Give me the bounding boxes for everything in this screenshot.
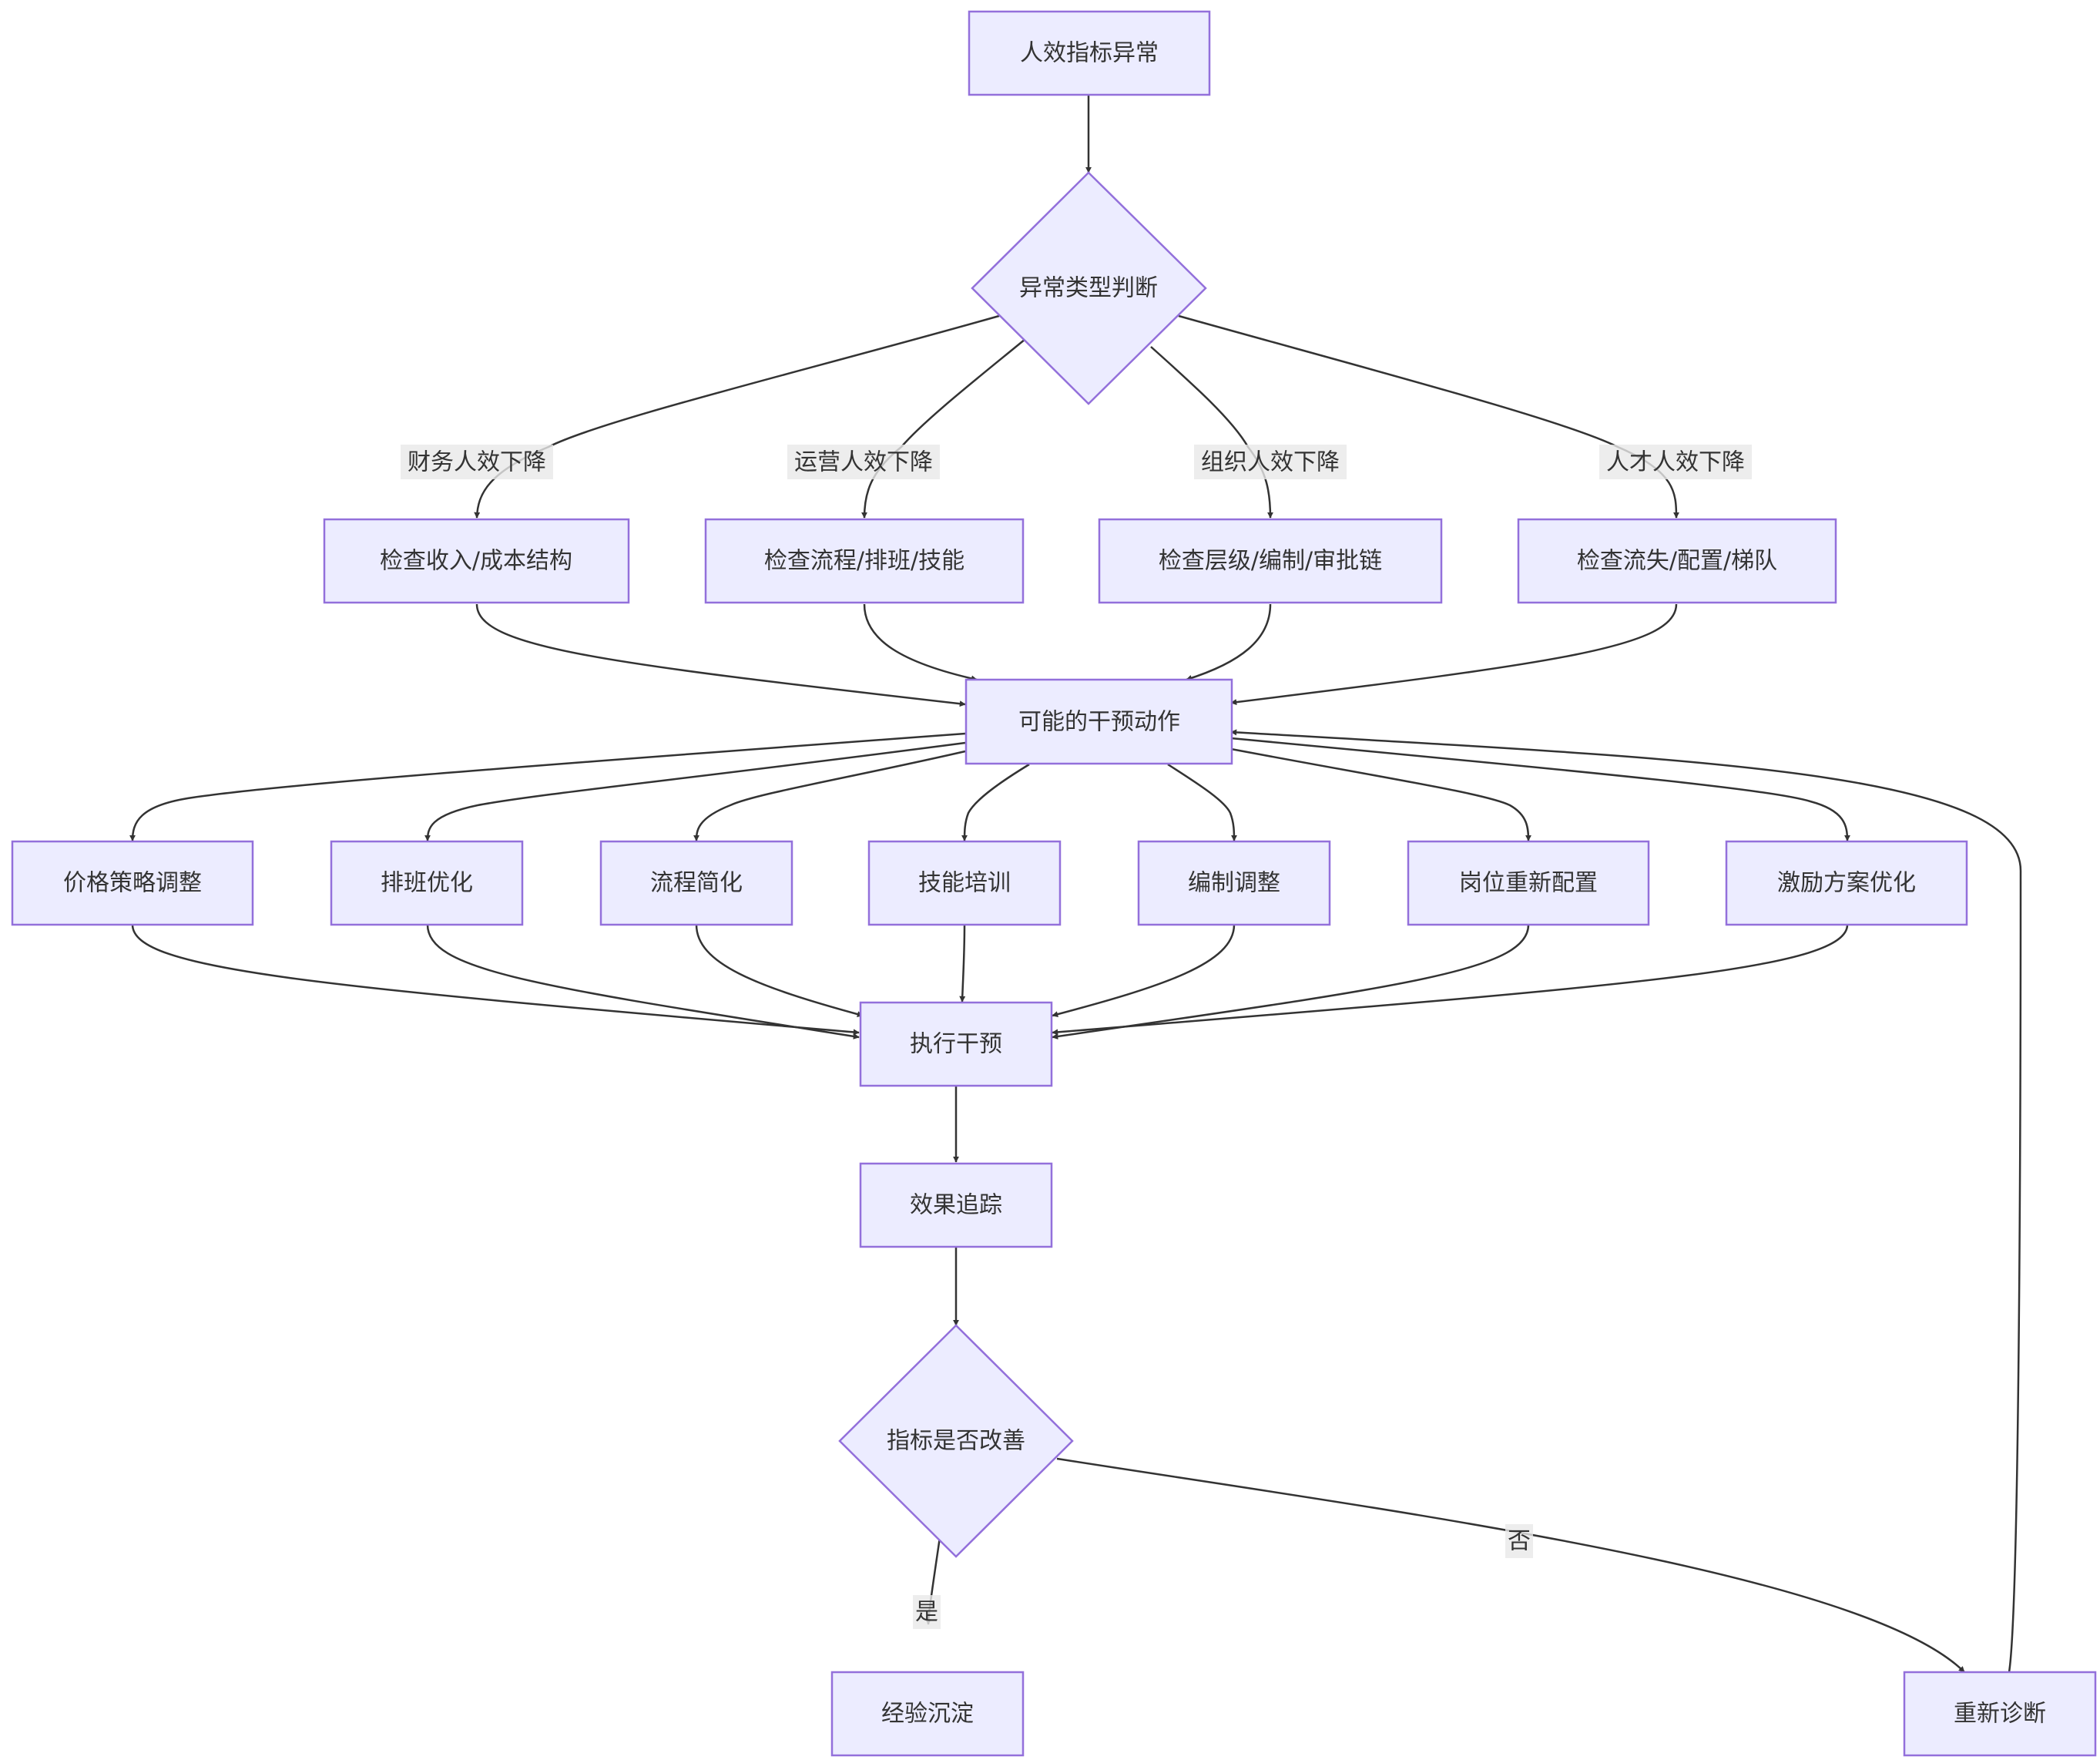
node-act-headcount-label: 编制调整 bbox=[1188, 870, 1280, 897]
node-act-incentive[interactable]: 激励方案优化 bbox=[1725, 840, 1968, 926]
edge-price-to-execute bbox=[131, 924, 860, 1036]
edge-label-org-text: 组织人效下降 bbox=[1201, 449, 1340, 476]
edge-training-to-execute bbox=[959, 924, 966, 1003]
edge-label-yes: 是 bbox=[913, 1595, 941, 1629]
edge-label-no: 否 bbox=[1505, 1524, 1533, 1558]
node-decision-improved-label: 指标是否改善 bbox=[887, 1428, 1025, 1455]
edge-decision-to-ops bbox=[861, 338, 1026, 519]
edge-actions-to-headcount bbox=[1167, 763, 1237, 841]
edge-labels: 财务人效下降 运营人效下降 组织人效下降 人才人效下降 是 否 bbox=[401, 445, 1752, 1629]
edge-decision-to-org bbox=[1150, 346, 1273, 519]
edge-actions-to-schedule bbox=[424, 741, 966, 841]
edge-label-no-text: 否 bbox=[1508, 1528, 1531, 1555]
edge-label-talent-text: 人才人效下降 bbox=[1606, 449, 1745, 476]
node-check-ops[interactable]: 检查流程/排班/技能 bbox=[704, 518, 1025, 604]
node-settle[interactable]: 经验沉淀 bbox=[830, 1671, 1025, 1757]
node-rediagnose-label: 重新诊断 bbox=[1954, 1701, 2046, 1728]
edge-label-org: 组织人效下降 bbox=[1194, 445, 1347, 479]
edge-rediagnose-to-actions bbox=[1230, 729, 2022, 1673]
node-actions[interactable]: 可能的干预动作 bbox=[964, 678, 1233, 765]
edge-label-finance: 财务人效下降 bbox=[401, 445, 553, 479]
node-rediagnose[interactable]: 重新诊断 bbox=[1903, 1671, 2097, 1757]
node-execute-label: 执行干预 bbox=[910, 1031, 1002, 1058]
edge-org-to-actions bbox=[1186, 603, 1272, 681]
nodes: 人效指标异常 异常类型判断 检查收入/成本结构 检查流程/排班/技能 检查层级/… bbox=[11, 10, 2097, 1757]
edge-actions-to-price bbox=[129, 732, 966, 841]
edge-decision-to-rediagnose bbox=[1056, 1457, 1965, 1673]
node-check-org-label: 检查层级/编制/审批链 bbox=[1159, 548, 1382, 575]
edge-label-talent: 人才人效下降 bbox=[1599, 445, 1752, 479]
node-act-schedule[interactable]: 排班优化 bbox=[330, 840, 524, 926]
edge-schedule-to-execute bbox=[426, 924, 860, 1040]
edge-headcount-to-execute bbox=[1052, 924, 1236, 1018]
node-act-process-label: 流程简化 bbox=[650, 870, 743, 897]
edge-actions-to-incentive bbox=[1230, 737, 1850, 841]
edge-label-finance-text: 财务人效下降 bbox=[408, 449, 546, 476]
node-decision-type[interactable]: 异常类型判断 bbox=[971, 171, 1207, 405]
edge-decision-to-finance bbox=[474, 314, 1000, 519]
node-start[interactable]: 人效指标异常 bbox=[968, 10, 1211, 96]
edge-actions-to-process bbox=[693, 750, 966, 841]
node-decision-improved[interactable]: 指标是否改善 bbox=[838, 1324, 1074, 1558]
node-act-training[interactable]: 技能培训 bbox=[867, 840, 1062, 926]
edge-talent-to-actions bbox=[1230, 603, 1678, 706]
node-act-reassign-label: 岗位重新配置 bbox=[1459, 870, 1598, 897]
edge-reassign-to-execute bbox=[1052, 924, 1530, 1040]
node-check-ops-label: 检查流程/排班/技能 bbox=[764, 548, 964, 575]
edge-label-ops: 运营人效下降 bbox=[787, 445, 940, 479]
node-decision-type-label: 异常类型判断 bbox=[1019, 275, 1158, 302]
node-act-training-label: 技能培训 bbox=[918, 870, 1011, 897]
node-check-talent-label: 检查流失/配置/梯队 bbox=[1577, 548, 1777, 575]
edge-incentive-to-execute bbox=[1052, 924, 1849, 1036]
node-act-process[interactable]: 流程简化 bbox=[599, 840, 793, 926]
node-settle-label: 经验沉淀 bbox=[881, 1701, 974, 1728]
node-act-price[interactable]: 价格策略调整 bbox=[11, 840, 254, 926]
node-act-schedule-label: 排班优化 bbox=[381, 870, 473, 897]
node-act-reassign[interactable]: 岗位重新配置 bbox=[1407, 840, 1650, 926]
node-check-talent[interactable]: 检查流失/配置/梯队 bbox=[1517, 518, 1837, 604]
node-check-finance-label: 检查收入/成本结构 bbox=[380, 548, 572, 575]
edge-finance-to-actions bbox=[475, 603, 966, 707]
node-act-price-label: 价格策略调整 bbox=[63, 870, 202, 897]
node-check-org[interactable]: 检查层级/编制/审批链 bbox=[1098, 518, 1443, 604]
edge-label-ops-text: 运营人效下降 bbox=[794, 449, 933, 476]
node-check-finance[interactable]: 检查收入/成本结构 bbox=[323, 518, 630, 604]
node-actions-label: 可能的干预动作 bbox=[1018, 709, 1180, 736]
edge-ops-to-actions bbox=[863, 603, 978, 682]
node-track-label: 效果追踪 bbox=[910, 1192, 1002, 1219]
node-act-incentive-label: 激励方案优化 bbox=[1777, 870, 1916, 897]
node-track[interactable]: 效果追踪 bbox=[859, 1162, 1053, 1248]
node-start-label: 人效指标异常 bbox=[1020, 40, 1159, 67]
edge-process-to-execute bbox=[695, 924, 864, 1017]
edge-actions-to-reassign bbox=[1230, 747, 1531, 841]
edges bbox=[129, 96, 2022, 1673]
node-act-headcount[interactable]: 编制调整 bbox=[1137, 840, 1331, 926]
node-execute[interactable]: 执行干预 bbox=[859, 1001, 1053, 1087]
edge-decision-to-talent bbox=[1178, 314, 1679, 519]
edge-label-yes-text: 是 bbox=[915, 1599, 938, 1626]
edge-actions-to-training bbox=[961, 763, 1030, 841]
